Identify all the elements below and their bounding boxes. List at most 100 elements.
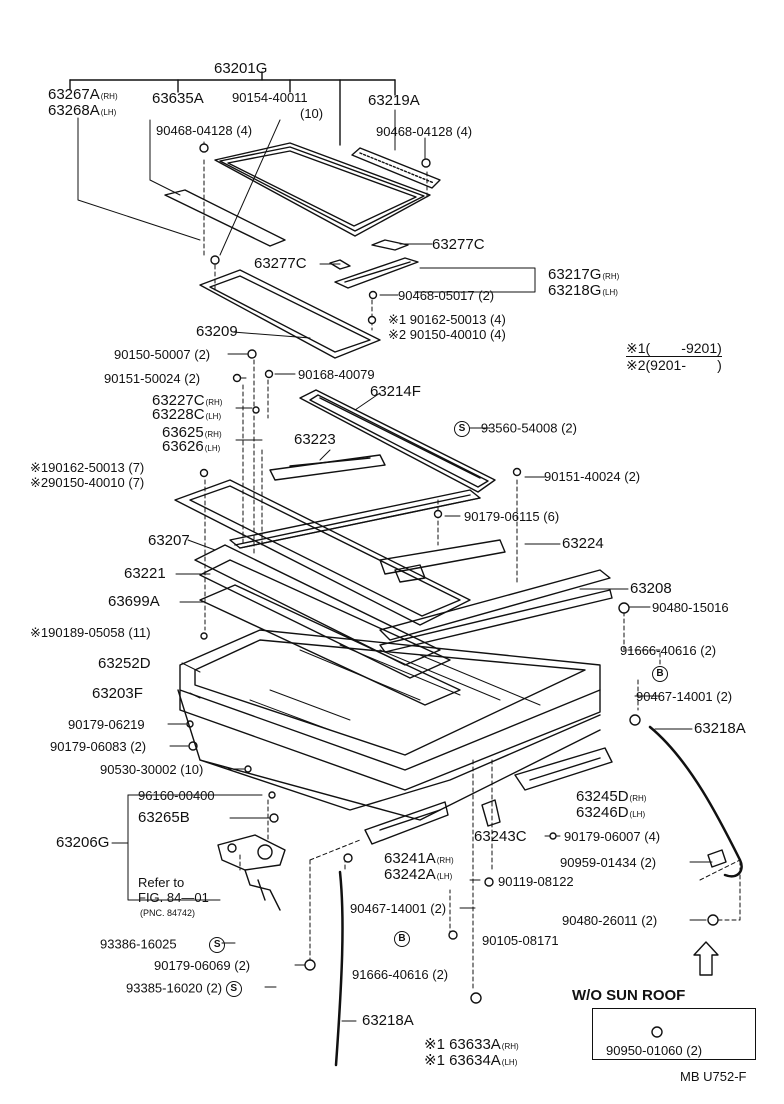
frame-63209: [199, 269, 381, 359]
label-63227C: 63227C(RH): [152, 392, 223, 409]
strip-63219A: [351, 147, 441, 189]
label-63277C-top: 63277C: [432, 236, 485, 253]
label-90162-50013-b: ※190162-50013 (7): [30, 460, 145, 475]
housing-63203F: [177, 689, 601, 821]
tray-63252D: [179, 629, 601, 791]
rails-63208: [379, 569, 613, 653]
bracket-63245D: [514, 747, 613, 791]
label-63223: 63223: [294, 431, 336, 448]
label-63267A: 63267A(RH): [48, 86, 118, 103]
label-63219A: 63219A: [368, 92, 420, 109]
bracket-63223: [269, 454, 386, 481]
bracket-63243C: [481, 799, 501, 827]
label-96160-00400: 96160-00400: [138, 788, 215, 803]
label-63221: 63221: [124, 565, 166, 582]
label-63633A: ※1 63633A(RH): [424, 1036, 519, 1053]
label-90168-40079: 90168-40079: [298, 367, 375, 382]
rails-63207: [174, 479, 481, 626]
label-63625: 63625(RH): [162, 424, 222, 441]
bracket-63241A: [364, 801, 449, 845]
wo-sun-roof-box: [592, 1008, 756, 1060]
label-63252D: 63252D: [98, 655, 151, 672]
up-arrow: [693, 941, 719, 976]
label-90950-01060: 90950-01060 (2): [606, 1043, 703, 1058]
label-63214F: 63214F: [370, 383, 421, 400]
drain-hose-left: [334, 870, 344, 1067]
label-91666-40616-a: 91666-40616 (2): [620, 643, 717, 658]
label-90468-04128-right: 90468-04128 (4): [376, 124, 473, 139]
label-refer-to: Refer to: [138, 875, 185, 890]
label-63208: 63208: [630, 580, 672, 597]
bracket-63217G: [334, 257, 419, 289]
leader-lines: [77, 109, 713, 1022]
label-90179-06007: 90179-06007 (4): [564, 829, 661, 844]
label-63218A-left: 63218A: [362, 1012, 414, 1029]
seal-63699A: [199, 584, 461, 706]
bracket-63224: [379, 539, 506, 583]
label-90179-06083: 90179-06083 (2): [50, 739, 147, 754]
b-symbol-icon: B: [394, 931, 410, 947]
label-63218A-right: 63218A: [694, 720, 746, 737]
label-63634A: ※1 63634A(LH): [424, 1052, 518, 1069]
label-90179-06219: 90179-06219: [68, 717, 145, 732]
label-90151-40024: 90151-40024 (2): [544, 469, 641, 484]
label-63224: 63224: [562, 535, 604, 552]
label-90530-30002: 90530-30002 (10): [100, 762, 204, 777]
s-symbol-icon: S: [225, 981, 242, 997]
label-63246D: 63246D(LH): [576, 804, 646, 821]
dashed-lines: [203, 159, 741, 991]
clip-90959: [707, 849, 727, 868]
rail-63214F: [299, 389, 496, 493]
label-90467-14001-a: 90467-14001 (2): [636, 689, 733, 704]
label-93385-16020: 93385-16020 (2) S: [126, 981, 242, 997]
label-90189-05058: ※190189-05058 (11): [30, 625, 151, 640]
label-90179-06115: 90179-06115 (6): [464, 509, 560, 524]
label-63268A: 63268A(LH): [48, 102, 117, 119]
label-63201G: 63201G: [214, 60, 268, 77]
label-wo-sun-roof: W/O SUN ROOF: [572, 987, 686, 1004]
label-refer-fig: FIG. 84—01: [138, 890, 209, 905]
label-63203F: 63203F: [92, 685, 143, 702]
label-90151-50024: 90151-50024 (2): [104, 371, 201, 386]
clips-63277C: [329, 239, 409, 270]
label-63242A: 63242A(LH): [384, 866, 453, 883]
drain-hose-right: [648, 725, 743, 878]
label-90468-05017: 90468-05017 (2): [398, 288, 495, 303]
label-63241A: 63241A(RH): [384, 850, 454, 867]
s-symbol-icon: S: [209, 937, 226, 953]
label-90467-14001-b: 90467-14001 (2): [350, 901, 447, 916]
label-90154-qty: (10): [300, 106, 324, 121]
label-refer-pnc: (PNC. 84742): [140, 908, 196, 918]
label-90179-06069: 90179-06069 (2): [154, 958, 251, 973]
motor-63206G: [217, 834, 286, 911]
leader-lines-63201G: [69, 71, 396, 146]
label-93560-54008: S 93560-54008 (2): [454, 421, 577, 437]
label-90150-50007: 90150-50007 (2): [114, 347, 211, 362]
b-symbol-icon: B: [652, 666, 668, 682]
label-63217G: 63217G(RH): [548, 266, 620, 283]
label-90150-40010-a: ※2 90150-40010 (4): [388, 327, 506, 342]
seal-63221: [194, 544, 451, 679]
label-93386-16025: 93386-16025 S: [100, 937, 226, 953]
label-63228C: 63228C(LH): [152, 406, 222, 423]
label-90959-01434: 90959-01434 (2): [560, 855, 657, 870]
label-90119-08122: 90119-08122: [498, 874, 574, 889]
tray-ribs: [249, 644, 541, 731]
label-63245D: 63245D(RH): [576, 788, 647, 805]
label-90150-40010-b: ※290150-40010 (7): [30, 475, 145, 490]
side-trim-63635A: [164, 189, 286, 247]
bolts: [186, 143, 719, 1038]
label-63206G: 63206G: [56, 834, 110, 851]
label-90480-26011: 90480-26011 (2): [562, 913, 658, 928]
label-91666-40616-b: 91666-40616 (2): [352, 967, 449, 982]
label-63277C-mid: 63277C: [254, 255, 307, 272]
label-63626: 63626(LH): [162, 438, 221, 455]
s-symbol-icon: S: [454, 421, 470, 437]
label-63207: 63207: [148, 532, 190, 549]
label-63699A: 63699A: [108, 593, 160, 610]
label-63635A: 63635A: [152, 90, 204, 107]
glass-panel: [214, 142, 431, 237]
label-63209: 63209: [196, 323, 238, 340]
label-63218G: 63218G(LH): [548, 282, 618, 299]
